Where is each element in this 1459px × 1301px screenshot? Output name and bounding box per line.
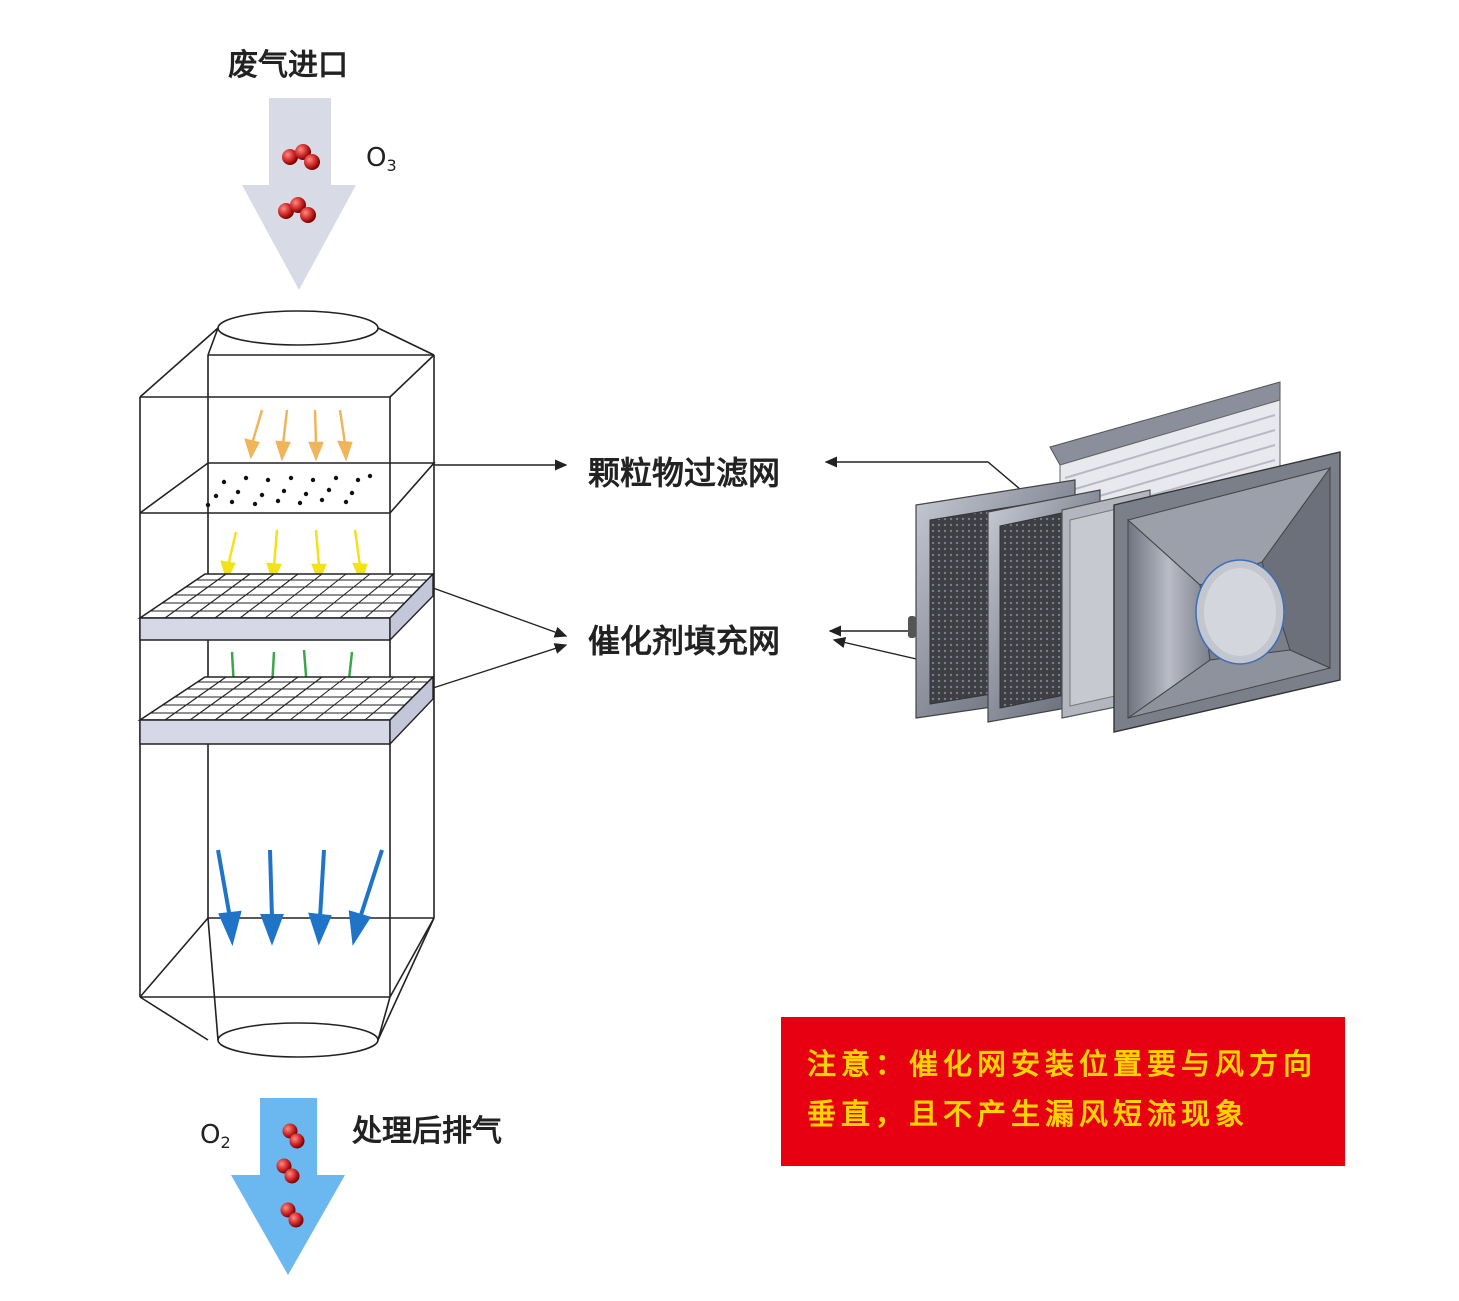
ozone-formula-label: O3 xyxy=(366,143,397,175)
airflow-arrows-bottom xyxy=(216,849,384,947)
airflow-arrows-top xyxy=(244,409,353,462)
oxygen-formula-label: O2 xyxy=(200,1120,231,1152)
inlet-arrow xyxy=(242,98,356,290)
catalyst-net-label: 催化剂填充网 xyxy=(588,622,781,660)
installation-note-box: 注意：催化网安装位置要与风方向垂直，且不产生漏风短流现象 xyxy=(781,1017,1345,1166)
oxygen-subscript: 2 xyxy=(220,1133,231,1152)
ozone-molecule xyxy=(282,144,320,170)
inlet-label: 废气进口 xyxy=(228,48,348,83)
airflow-arrows-catalyst-1 xyxy=(220,529,368,584)
particle-filter-label: 颗粒物过滤网 xyxy=(588,454,781,492)
oxygen-molecule xyxy=(282,1123,305,1149)
outlet-label: 处理后排气 xyxy=(352,1114,502,1149)
catalyst-tray-2 xyxy=(137,675,435,746)
ozone-subscript: 3 xyxy=(386,156,397,175)
catalyst-tray-1 xyxy=(137,572,435,642)
oxygen-molecule xyxy=(280,1202,304,1228)
particle-filter-layer xyxy=(205,473,373,508)
ozone-molecule xyxy=(278,197,316,223)
catalytic-device-illustration xyxy=(908,381,1341,733)
oxygen-symbol: O xyxy=(200,1120,221,1150)
installation-note-text: 注意：催化网安装位置要与风方向垂直，且不产生漏风短流现象 xyxy=(807,1047,1318,1131)
oxygen-molecule xyxy=(276,1158,300,1184)
ozone-symbol: O xyxy=(366,143,387,173)
outlet-arrow xyxy=(231,1098,345,1275)
